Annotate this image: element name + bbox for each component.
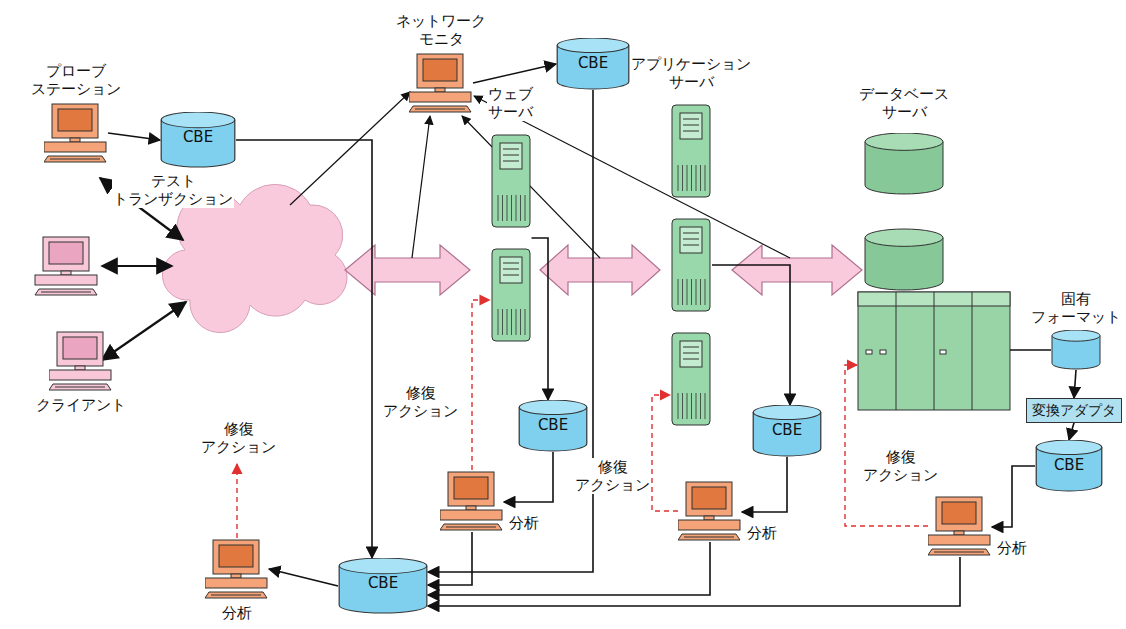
data-flow-connector	[428, 542, 710, 595]
network-double-arrow	[345, 245, 470, 295]
data-flow-connector	[428, 90, 593, 572]
data-flow-connector	[428, 532, 472, 585]
server-icon	[670, 103, 712, 427]
cbe-cylinder: CBE	[1035, 440, 1103, 492]
node-label: 分析	[221, 604, 253, 622]
computer-icon	[205, 538, 269, 600]
computer-node: 分析	[678, 480, 778, 542]
node-label: CBE	[338, 558, 428, 592]
mainframe-link	[1010, 349, 1051, 351]
repair-label: 修復 アクション	[862, 448, 939, 484]
computer-icon	[409, 52, 473, 114]
edge-label: 修復 アクション	[382, 384, 459, 420]
server-icon	[864, 133, 944, 293]
app-server-group: アプリケーション サーバ	[630, 55, 752, 427]
node-label: CBE	[160, 112, 236, 146]
node-label: 分析	[508, 514, 540, 532]
client-arrow	[102, 302, 186, 360]
computer-node: ネットワーク モニタ	[395, 12, 487, 114]
computer-icon	[928, 495, 992, 557]
cylinder-icon	[1051, 330, 1101, 370]
repair-label: 修復 アクション	[200, 420, 277, 456]
client-arrow	[102, 265, 172, 267]
computer-node: 分析	[440, 470, 540, 532]
data-flow-connector	[712, 265, 790, 405]
node-label: 分析	[746, 524, 778, 542]
data-flow-connector	[269, 569, 338, 586]
server-icon	[490, 133, 532, 343]
edge-label: 修復 アクション	[574, 458, 651, 494]
data-flow-connector	[473, 64, 556, 83]
node-label: クライアント	[35, 396, 127, 414]
node-label: アプリケーション サーバ	[630, 55, 752, 91]
monitor-arrow	[290, 92, 410, 205]
repair-action-arrow	[845, 365, 928, 526]
cbe-cylinder: CBE	[338, 558, 428, 614]
node-label: CBE	[1035, 440, 1103, 474]
computer-node: 分析	[928, 495, 1028, 557]
database-server-group: データベース サーバ	[858, 85, 950, 293]
data-flow-connector	[428, 557, 960, 606]
cbe-cylinder: CBE	[556, 38, 630, 90]
node-label: 変換アダプタ	[1031, 402, 1117, 419]
computer-node: プローブ ステーション	[30, 62, 122, 164]
data-flow-connector	[236, 140, 372, 558]
network-double-arrow	[540, 245, 660, 295]
cbe-cylinder: CBE	[160, 112, 236, 168]
data-flow-connector	[108, 133, 160, 140]
node-label: プローブ ステーション	[30, 62, 122, 98]
repair-action-arrow	[472, 300, 490, 470]
client-computer	[35, 237, 97, 295]
node-label: データベース サーバ	[858, 85, 950, 121]
node-label: 固有 フォーマット	[1030, 290, 1122, 326]
node-label: CBE	[752, 405, 822, 439]
cbe-cylinder: CBE	[518, 400, 588, 452]
mainframe	[858, 292, 1010, 410]
computer-node: クライアント	[35, 330, 127, 414]
node-label: ウェブ サーバ	[487, 85, 534, 121]
monitor-arrow	[412, 116, 430, 258]
web-server-group: ウェブ サーバ	[487, 85, 534, 343]
computer-icon	[678, 480, 742, 542]
format-cylinder: 固有 フォーマット	[1030, 290, 1122, 370]
computer-node: 分析	[205, 538, 269, 622]
data-flow-connector	[1069, 423, 1074, 440]
network-double-arrow	[732, 245, 862, 295]
node-label: 分析	[996, 539, 1028, 557]
node-label: CBE	[556, 38, 630, 72]
node-label: CBE	[518, 400, 588, 434]
data-flow-connector	[1074, 370, 1076, 398]
data-flow-connector	[992, 466, 1035, 527]
computer-icon	[440, 470, 504, 532]
monitor-arrow	[462, 116, 600, 258]
computer-icon	[44, 102, 108, 164]
repair-action-arrow	[236, 464, 237, 538]
transaction-label: テスト トランザクション	[112, 172, 234, 208]
node-label: ネットワーク モニタ	[395, 12, 487, 48]
computer-icon	[49, 330, 113, 392]
data-flow-connector	[532, 238, 549, 400]
data-flow-connector	[504, 452, 553, 502]
cbe-cylinder: CBE	[752, 405, 822, 457]
data-flow-connector	[742, 457, 787, 512]
adapter-box: 変換アダプタ	[1026, 398, 1122, 423]
